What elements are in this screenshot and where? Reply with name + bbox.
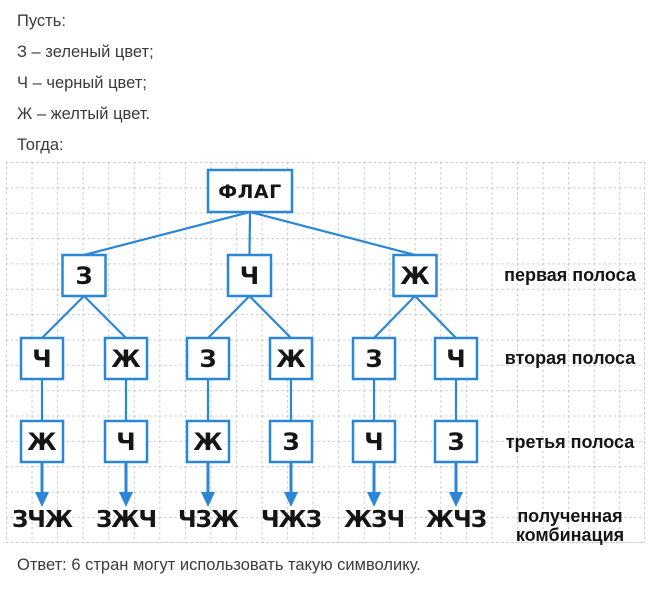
level2-node-5-box	[433, 336, 479, 381]
edges-root-to-level1	[82, 210, 417, 257]
arrow-head	[201, 492, 215, 507]
level2-node-2-label: З	[199, 345, 216, 373]
edge-line	[206, 294, 251, 340]
intro-line-3: Ч – черный цвет;	[17, 74, 147, 92]
arrow-head	[35, 492, 49, 507]
level1-node-2-label: Ж	[400, 262, 430, 290]
level2-node-3-label: Ж	[276, 345, 306, 373]
level2-node-3-box	[268, 336, 314, 381]
level2-node-0-label: Ч	[32, 345, 51, 373]
row-label-third-stripe: третья полоса	[506, 432, 636, 452]
arrow-head	[367, 492, 381, 507]
row-labels: первая полоса вторая полоса третья полос…	[504, 265, 637, 545]
edge-line	[82, 210, 252, 257]
combination-labels: ЗЧЖ ЗЖЧ ЧЗЖ ЧЖЗ ЖЗЧ ЖЧЗ	[12, 507, 487, 533]
problem-setup-text: Пусть: З – зеленый цвет; Ч – черный цвет…	[0, 0, 648, 161]
root-node-box	[206, 168, 294, 214]
level2-node-5-label: Ч	[446, 345, 465, 373]
edges-level2-to-level3	[40, 377, 458, 423]
level3-node-0-box	[19, 419, 65, 464]
root-node-flag: ФЛАГ	[206, 168, 294, 214]
level3-nodes: Ж Ч Ж З Ч З	[19, 419, 479, 464]
decision-tree-diagram: ФЛАГ З Ч Ж Ч Ж З Ж З Ч	[6, 162, 645, 545]
arrow-head	[284, 492, 298, 507]
level3-node-5-label: З	[447, 428, 464, 456]
row-label-second-stripe: вторая полоса	[505, 348, 637, 368]
edges-level1-to-level2	[40, 294, 458, 340]
level2-node-4-label: З	[365, 345, 382, 373]
level3-node-4-label: Ч	[364, 428, 383, 456]
level3-node-2-box	[185, 419, 231, 464]
grid-edge-lines	[6, 162, 645, 543]
edge-line	[248, 294, 293, 340]
combination-1: ЗЖЧ	[96, 507, 156, 533]
edge-line	[248, 210, 417, 257]
level2-node-1-box	[103, 336, 149, 381]
row-label-result-line1: полученная	[517, 506, 622, 526]
intro-line-4: Ж – желтый цвет.	[17, 105, 151, 123]
level2-node-4-box	[351, 336, 397, 381]
level2-node-1-label: Ж	[111, 345, 141, 373]
level1-node-0-label: З	[75, 262, 92, 290]
answer-text: Ответ: 6 стран могут использовать такую …	[17, 556, 421, 574]
level1-node-2-box	[392, 253, 438, 298]
row-label-result-line2: комбинация	[516, 525, 624, 545]
combination-3: ЧЖЗ	[261, 507, 321, 533]
intro-line-5: Тогда:	[17, 136, 64, 154]
level2-nodes: Ч Ж З Ж З Ч	[19, 336, 479, 381]
edge-line	[40, 294, 86, 340]
root-node-label: ФЛАГ	[218, 181, 281, 203]
worksheet-page: Пусть: З – зеленый цвет; Ч – черный цвет…	[0, 0, 648, 574]
level1-node-0-box	[61, 253, 107, 298]
edge-line	[248, 210, 252, 257]
combination-0: ЗЧЖ	[12, 507, 73, 533]
arrow-head	[449, 492, 463, 507]
level3-node-2-label: Ж	[193, 428, 223, 456]
edge-line	[372, 294, 417, 340]
level3-node-0-label: Ж	[27, 428, 57, 456]
combination-4: ЖЗЧ	[344, 507, 404, 533]
level2-node-2-box	[185, 336, 231, 381]
level3-node-1-label: Ч	[116, 428, 135, 456]
intro-line-1: Пусть:	[17, 12, 66, 30]
level3-node-3-label: З	[282, 428, 299, 456]
result-arrows	[35, 462, 463, 507]
arrow-head	[119, 492, 133, 507]
combination-2: ЧЗЖ	[178, 507, 239, 533]
level1-node-1-box	[226, 253, 273, 298]
level3-node-1-box	[103, 419, 149, 464]
intro-line-2: З – зеленый цвет;	[17, 43, 154, 61]
edge-line	[413, 294, 458, 340]
level1-node-1-label: Ч	[240, 262, 259, 290]
level1-nodes: З Ч Ж	[61, 253, 438, 298]
combination-5: ЖЧЗ	[426, 507, 486, 533]
level2-node-0-box	[19, 336, 65, 381]
edge-line	[82, 294, 128, 340]
row-label-first-stripe: первая полоса	[504, 265, 637, 285]
